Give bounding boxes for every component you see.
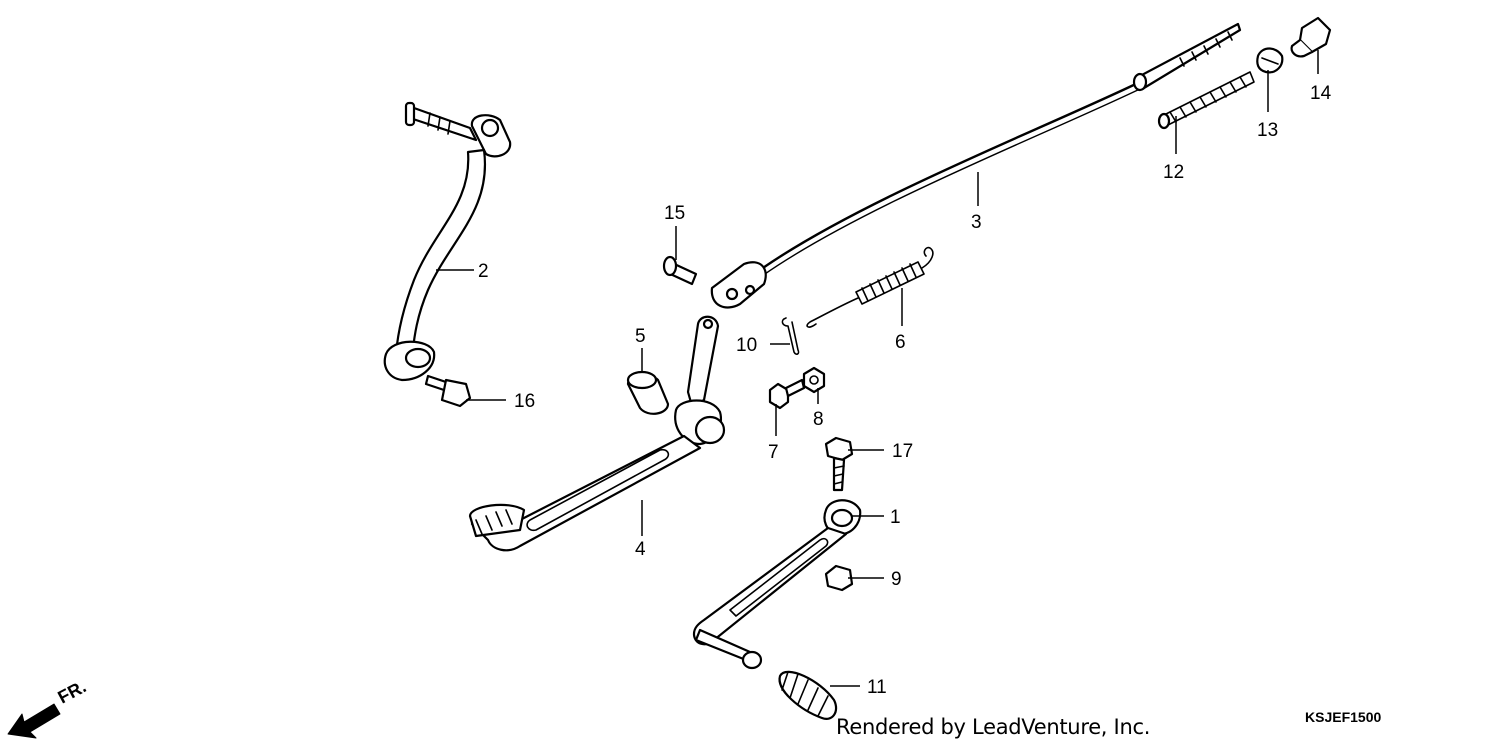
callout-5: 5 — [635, 326, 646, 347]
callout-14: 14 — [1310, 83, 1332, 104]
front-direction-indicator: FR. — [7, 676, 89, 739]
callout-11: 11 — [867, 677, 887, 698]
callout-labels: 1 2 3 4 5 6 7 8 9 10 11 12 13 14 15 16 1… — [478, 83, 1332, 698]
callout-2: 2 — [478, 261, 489, 282]
part-6-return-spring[interactable] — [806, 246, 934, 328]
part-3-brake-rod[interactable] — [710, 22, 1242, 309]
front-arrow-icon — [7, 703, 61, 739]
callout-1: 1 — [890, 507, 901, 528]
callout-13: 13 — [1257, 120, 1278, 141]
part-5-collar[interactable] — [626, 370, 670, 415]
callout-12: 12 — [1163, 162, 1184, 183]
part-13-joint[interactable] — [1256, 47, 1284, 74]
part-11-pedal-rubber[interactable] — [778, 670, 838, 720]
part-10-cotter-pin[interactable] — [781, 317, 800, 355]
part-8-nut[interactable] — [802, 366, 826, 394]
render-credit: Rendered by LeadVenture, Inc. — [836, 715, 1151, 739]
front-indicator-label: FR. — [54, 676, 89, 707]
part-16-bolt[interactable] — [424, 374, 472, 408]
callout-9: 9 — [891, 569, 902, 590]
callout-16: 16 — [514, 391, 535, 412]
part-2-kick-starter-arm[interactable] — [383, 101, 512, 382]
leader-lines — [436, 50, 1319, 687]
diagram-code: KSJEF1500 — [1305, 709, 1382, 725]
callout-6: 6 — [895, 332, 906, 353]
part-12-spring[interactable] — [1157, 71, 1255, 130]
part-7-bolt[interactable] — [768, 378, 806, 410]
part-17-bolt[interactable] — [824, 436, 854, 492]
callout-15: 15 — [664, 203, 685, 224]
part-9-nut[interactable] — [824, 564, 854, 592]
part-14-adjusting-nut[interactable] — [1290, 16, 1332, 58]
part-1-change-pedal[interactable] — [692, 499, 862, 670]
part-4-brake-pedal[interactable] — [468, 315, 726, 552]
callout-3: 3 — [971, 212, 982, 233]
callout-8: 8 — [813, 409, 824, 430]
callout-10: 10 — [736, 335, 757, 356]
callout-7: 7 — [768, 442, 779, 463]
part-15-pin[interactable] — [662, 255, 698, 286]
callout-17: 17 — [892, 441, 913, 462]
callout-4: 4 — [635, 539, 646, 560]
